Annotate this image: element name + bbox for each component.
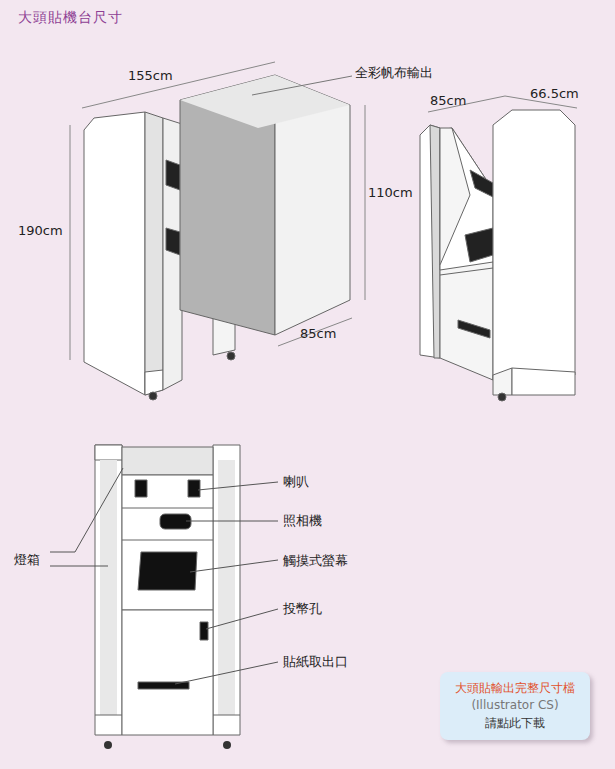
download-text: (Illustrator CS)	[446, 697, 584, 714]
download-box: 大頭貼輸出完整尺寸檔(Illustrator CS)請點此下載	[440, 672, 590, 740]
download-text: 大頭貼輸出完整尺寸檔	[446, 680, 584, 697]
callout-label: 全彩帆布輸出	[355, 65, 433, 81]
part-label: 觸摸式螢幕	[283, 553, 348, 569]
dimension-label: 85cm	[430, 93, 466, 109]
dimension-label: 190cm	[18, 223, 63, 239]
part-label: 喇叭	[283, 474, 309, 490]
dimension-label: 110cm	[368, 185, 413, 201]
part-label: 貼紙取出口	[283, 654, 348, 670]
diagram-title: 大頭貼機台尺寸	[18, 9, 123, 27]
dimension-label: 85cm	[300, 326, 336, 342]
part-label: 燈箱	[14, 552, 40, 568]
dimension-label: 66.5cm	[530, 86, 579, 102]
part-label: 投幣孔	[283, 601, 322, 617]
part-label: 照相機	[283, 513, 322, 529]
dimension-label: 155cm	[128, 68, 173, 84]
download-text: 請點此下載	[446, 715, 584, 732]
